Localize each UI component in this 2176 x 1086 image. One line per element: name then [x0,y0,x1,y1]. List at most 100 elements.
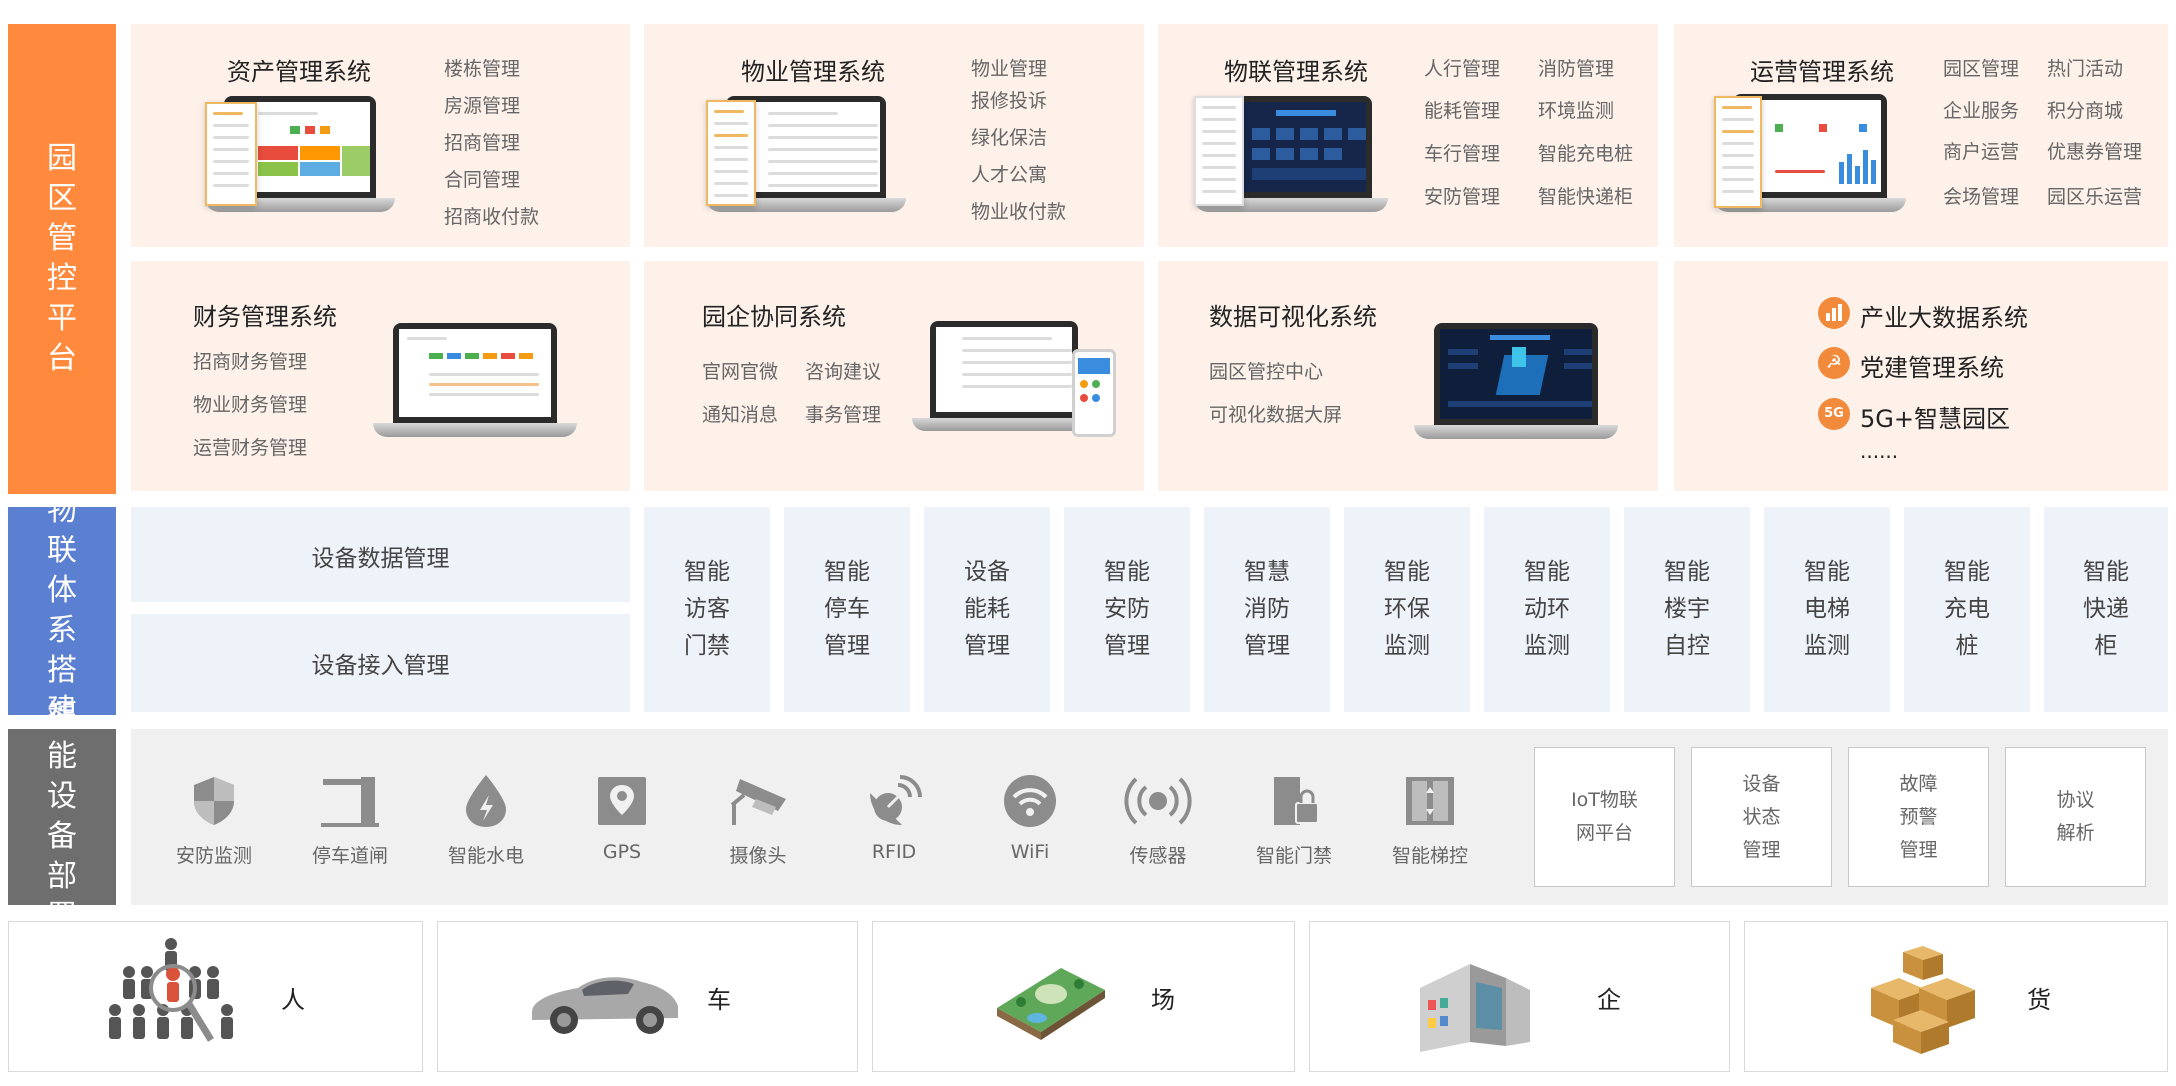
element-goods[interactable]: 货 [1744,921,2168,1072]
element-venue-label: 场 [1151,986,1175,1014]
iot-item: 能耗管理 [1424,100,1501,122]
operation-item: 商户运营 [1943,141,2020,163]
extra-system-panel[interactable]: 产业大数据系统 ☭ 党建管理系统 5G 5G+智慧园区 ...... [1674,261,2168,491]
element-enterprise[interactable]: 企 [1309,921,1730,1072]
people-icon [109,938,233,1042]
collab-system-title: 园企协同系统 [702,303,846,331]
iot-tile-building[interactable]: 智能楼宇自控 [1624,507,1750,712]
5g-icon: 5G [1818,398,1850,430]
device-elevator[interactable]: 智能梯控 [1370,773,1490,868]
device-label: 摄像头 [729,845,787,867]
iot-laptop-icon [1194,96,1388,212]
collab-laptop-icon [912,321,1096,431]
iot-item: 消防管理 [1538,58,1615,80]
device-sensor[interactable]: 传感器 [1098,773,1218,868]
protocol-parse-box[interactable]: 协议解析 [2005,747,2146,887]
visual-laptop-icon [1414,323,1618,439]
collab-item: 官网官微 [702,361,779,383]
iot-tile-environment[interactable]: 智能环保监测 [1344,507,1470,712]
device-label: GPS [602,841,642,863]
element-goods-label: 货 [2027,986,2051,1014]
operation-laptop-icon [1714,94,1906,212]
operation-system-title: 运营管理系统 [1750,58,1894,86]
iot-tile-fire[interactable]: 智慧消防管理 [1204,507,1330,712]
side-label-iot: 物联体系搭建 [8,493,116,728]
asset-laptop-icon [205,96,395,212]
extra-item: 产业大数据系统 [1860,304,2028,332]
collab-item: 咨询建议 [805,361,882,383]
operation-system-panel[interactable]: 运营管理系统 园区管理 热门活动 企业服务 积分商城 商户运营 优惠券管理 [1674,24,2168,247]
device-data-mgmt[interactable]: 设备数据管理 [131,507,630,602]
property-system-panel[interactable]: 物业管理系统 物业管理 报修投诉 绿化保洁 人才公寓 物业收付款 [644,24,1144,247]
asset-system-panel[interactable]: 资产管理系统 楼栋管理 房源管理 招商管理 合同管理 招商收付款 [131,24,630,247]
element-people[interactable]: 人 [8,921,423,1072]
iot-tile-locker[interactable]: 智能快递柜 [2044,507,2168,712]
asset-item: 招商收付款 [444,206,540,228]
element-car-label: 车 [707,986,731,1014]
iot-tile-parking[interactable]: 智能停车管理 [784,507,910,712]
device-label: 安防监测 [175,845,252,867]
finance-laptop-icon [373,323,577,437]
device-label: 智能梯控 [1391,845,1468,867]
iot-tile-power-env[interactable]: 智能动环监测 [1484,507,1610,712]
operation-item: 会场管理 [1943,186,2020,208]
property-item: 物业管理 [971,58,1048,80]
property-item: 绿化保洁 [971,127,1048,149]
visual-item: 可视化数据大屏 [1209,404,1343,426]
operation-item: 园区乐运营 [2047,186,2143,208]
property-item: 报修投诉 [971,90,1048,112]
device-status-box[interactable]: 设备状态管理 [1691,747,1832,887]
finance-system-panel[interactable]: 财务管理系统 招商财务管理 物业财务管理 运营财务管理 [131,261,630,491]
fault-warning-box[interactable]: 故障预警管理 [1848,747,1989,887]
iot-system-panel[interactable]: 物联管理系统 人行管理 消防管理 能耗管理 环境监测 [1158,24,1658,247]
device-access-mgmt-label: 设备接入管理 [311,653,450,679]
device-water-power[interactable]: 智能水电 [426,773,546,868]
phone-icon [1072,349,1116,437]
finance-item: 招商财务管理 [193,351,308,373]
iot-platform-box[interactable]: IoT物联网平台 [1534,747,1675,887]
iot-tile-energy[interactable]: 设备能耗管理 [924,507,1050,712]
iot-tile-visitor[interactable]: 智能访客门禁 [644,507,770,712]
door-lock-icon [1274,777,1319,825]
property-laptop-icon [706,96,906,212]
visual-system-title: 数据可视化系统 [1209,303,1377,331]
asset-system-title: 资产管理系统 [227,58,371,86]
dish-antenna-icon [870,775,922,825]
element-people-label: 人 [281,986,305,1014]
wifi-icon [1004,775,1056,827]
device-label: RFID [871,841,917,863]
element-venue[interactable]: 场 [872,921,1295,1072]
device-wifi[interactable]: WiFi [970,773,1090,863]
finance-system-title: 财务管理系统 [193,303,337,331]
device-rfid[interactable]: RFID [834,773,954,863]
device-label: 传感器 [1129,845,1187,867]
element-car[interactable]: 车 [437,921,858,1072]
operation-item: 热门活动 [2047,58,2124,80]
building-icon [1420,964,1530,1052]
party-icon: ☭ [1818,347,1850,379]
property-item: 人才公寓 [971,164,1048,186]
device-gps[interactable]: GPS [562,773,682,863]
barrier-gate-icon [321,777,379,827]
camera-icon [730,779,786,825]
water-drop-bolt-icon [466,775,506,827]
device-access-mgmt[interactable]: 设备接入管理 [131,614,630,712]
operation-item: 积分商城 [2047,100,2124,122]
iot-tile-security[interactable]: 智能安防管理 [1064,507,1190,712]
collab-system-panel[interactable]: 园企协同系统 官网官微 咨询建议 通知消息 事务管理 [644,261,1144,491]
operation-item: 企业服务 [1943,100,2020,122]
extra-item: 党建管理系统 [1860,354,2004,382]
device-door-lock[interactable]: 智能门禁 [1234,773,1354,868]
device-camera[interactable]: 摄像头 [698,773,818,868]
device-barrier[interactable]: 停车道闸 [290,773,410,868]
finance-item: 物业财务管理 [193,394,308,416]
iot-tile-elevator[interactable]: 智能电梯监测 [1764,507,1890,712]
bigdata-icon [1818,297,1850,329]
iot-item: 智能快递柜 [1538,186,1634,208]
visual-system-panel[interactable]: 数据可视化系统 园区管控中心 可视化数据大屏 [1158,261,1658,491]
iot-item: 环境监测 [1538,100,1615,122]
iot-item: 智能充电桩 [1538,143,1634,165]
operation-item: 优惠券管理 [2047,141,2143,163]
iot-tile-charging[interactable]: 智能充电桩 [1904,507,2030,712]
device-security[interactable]: 安防监测 [154,773,274,868]
